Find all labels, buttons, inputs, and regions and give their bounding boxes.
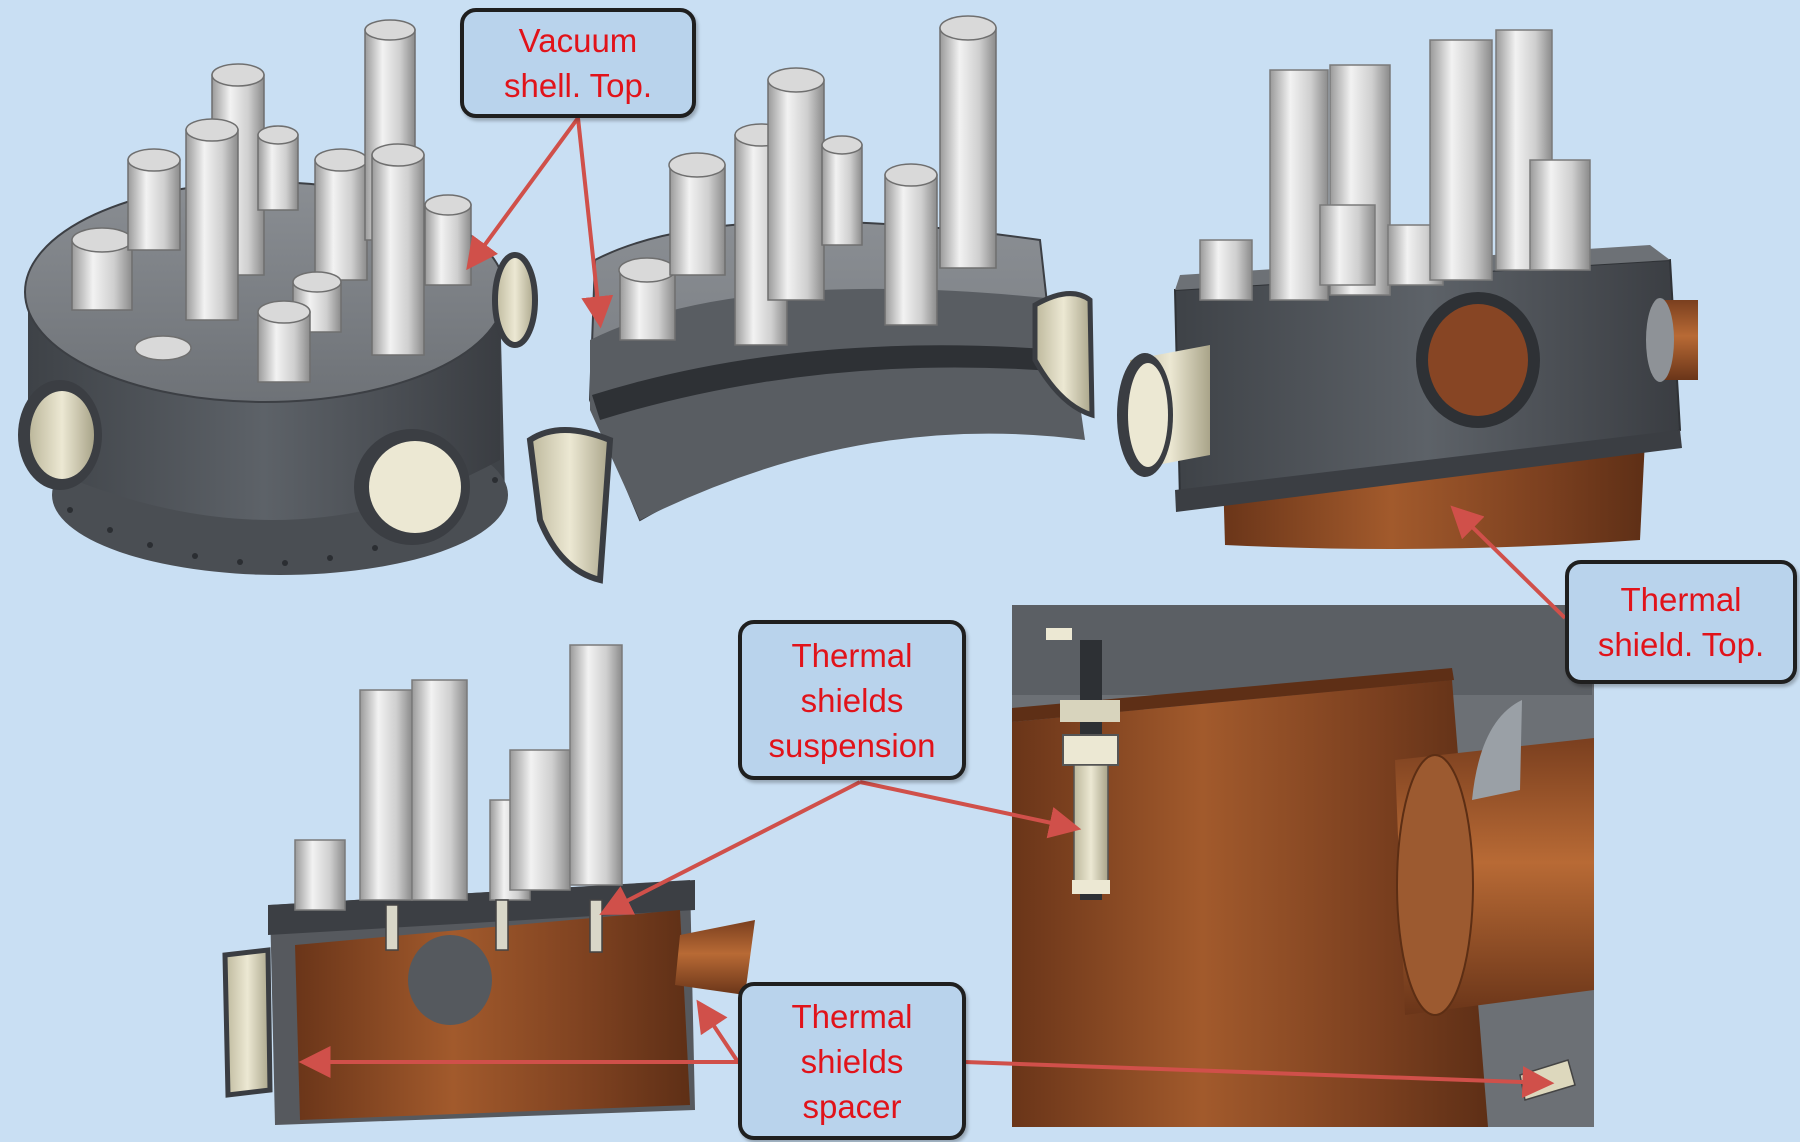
arrow-suspension-2 [859,780,1082,839]
vacuum-shell-with-thermal-shield [1117,29,1698,549]
vacuum-shell-assembly [18,19,538,575]
suspension-detail-view [1012,605,1594,1127]
vacuum-shell-section [526,15,1095,584]
thermal-shields-cutaway [222,644,755,1125]
arrow-vacuum-shell-1 [466,116,580,271]
callout-arrows [298,116,1567,1099]
callout-thermal-shield-top: Thermal shield. Top. [1565,560,1797,684]
arrow-suspension-1 [599,780,861,915]
arrow-spacer-2 [696,999,740,1064]
callout-thermal-shields-suspension: Thermal shields suspension [738,620,966,780]
callout-thermal-shields-spacer: Thermal shields spacer [738,982,966,1140]
callout-vacuum-shell-top: Vacuum shell. Top. [460,8,696,118]
arrow-vacuum-shell-2 [576,117,614,329]
arrow-thermal-shield-top [1450,505,1567,620]
arrow-spacer-3 [964,1060,1555,1099]
